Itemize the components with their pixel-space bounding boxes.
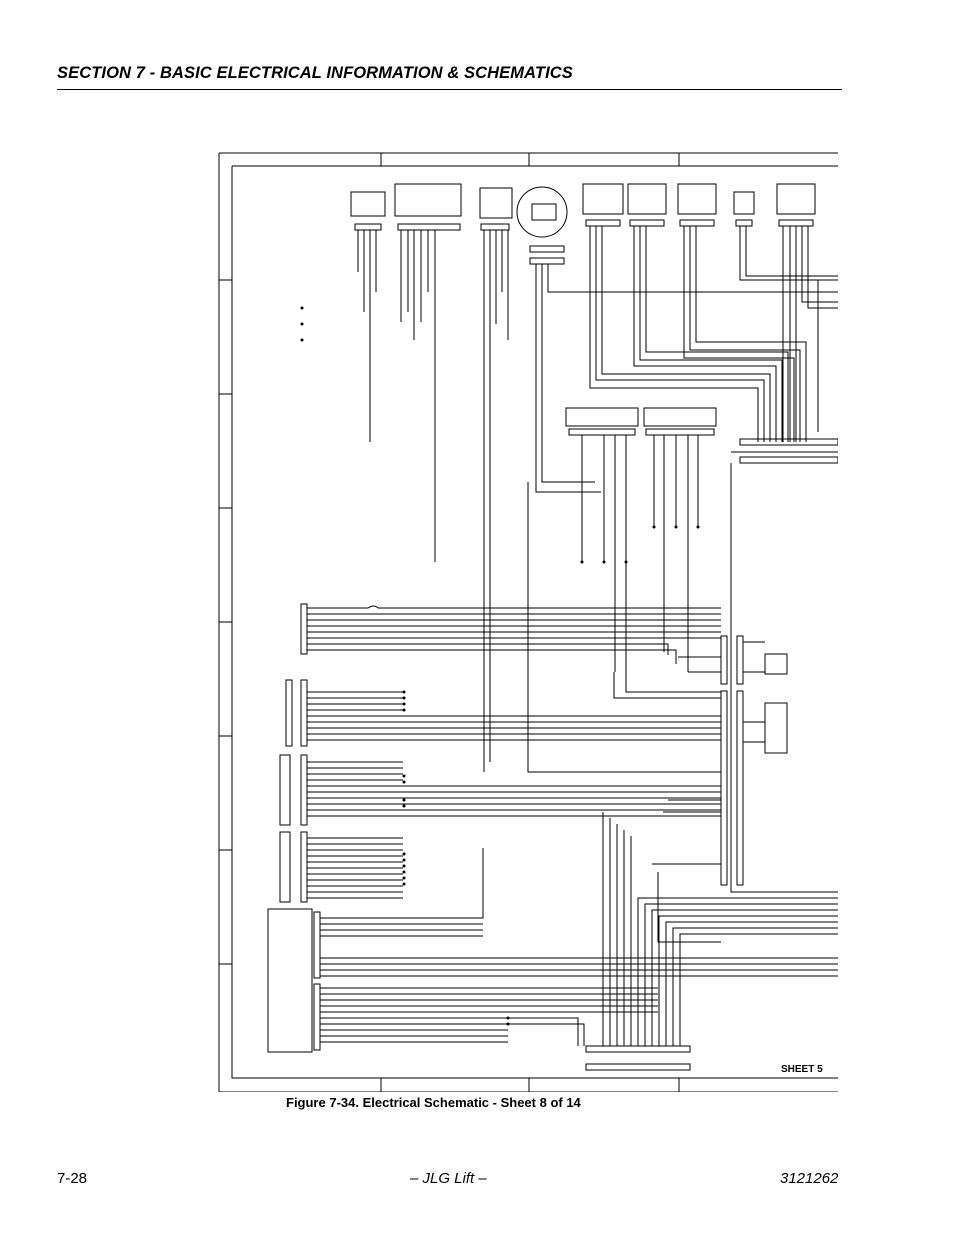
header-rule (57, 89, 842, 90)
figure-caption: Figure 7-34. Electrical Schematic - Shee… (286, 1095, 581, 1110)
document-number: 3121262 (780, 1170, 839, 1187)
electrical-schematic-diagram (218, 152, 838, 1092)
section-title: SECTION 7 - BASIC ELECTRICAL INFORMATION… (57, 64, 573, 82)
page-number: 7-28 (57, 1170, 88, 1187)
sheet-label: SHEET 5 (781, 1064, 823, 1075)
footer-center-text: – JLG Lift – (410, 1170, 487, 1187)
